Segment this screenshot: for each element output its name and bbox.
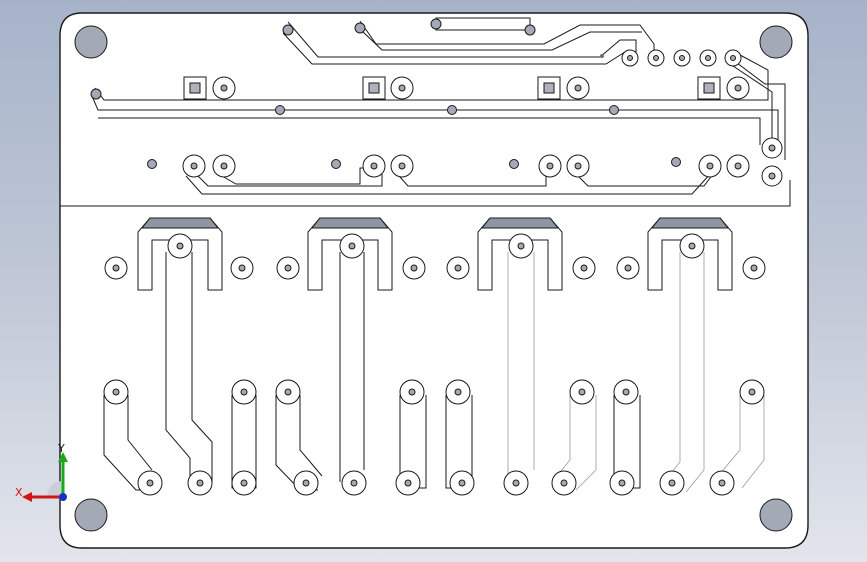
z-axis-dot xyxy=(59,493,67,501)
mounting-holes xyxy=(74,25,793,532)
triad-quarter-disc xyxy=(47,481,63,497)
y-axis-label: Y xyxy=(57,442,65,455)
x-axis-label: X xyxy=(15,486,23,499)
via-icon xyxy=(524,24,536,36)
via-icon xyxy=(354,22,366,34)
vias xyxy=(90,18,681,169)
via-icon xyxy=(275,105,285,115)
via-icon xyxy=(509,159,519,169)
relay-pads[interactable] xyxy=(103,233,766,496)
via-icon xyxy=(282,24,294,36)
via-icon xyxy=(147,159,157,169)
via-icon xyxy=(331,159,341,169)
mounting-hole-icon xyxy=(759,498,793,532)
led-pads[interactable] xyxy=(183,76,750,100)
relay-4[interactable] xyxy=(613,217,765,493)
y-axis-arrow xyxy=(58,452,68,462)
axis-triad: Y X xyxy=(15,442,68,502)
via-icon xyxy=(447,105,457,115)
component-area-edge xyxy=(60,180,791,207)
x-axis-arrow xyxy=(22,492,32,502)
via-icon xyxy=(90,88,102,100)
relay-3[interactable] xyxy=(445,217,597,491)
mounting-hole-icon xyxy=(74,498,108,532)
mounting-hole-icon xyxy=(759,25,793,59)
via-icon xyxy=(430,18,442,30)
mounting-hole-icon xyxy=(74,25,108,59)
header-pads[interactable] xyxy=(621,49,783,187)
via-icon xyxy=(671,157,681,167)
via-icon xyxy=(609,105,619,115)
board-outline xyxy=(59,12,809,549)
transistor-pads[interactable] xyxy=(182,154,750,178)
